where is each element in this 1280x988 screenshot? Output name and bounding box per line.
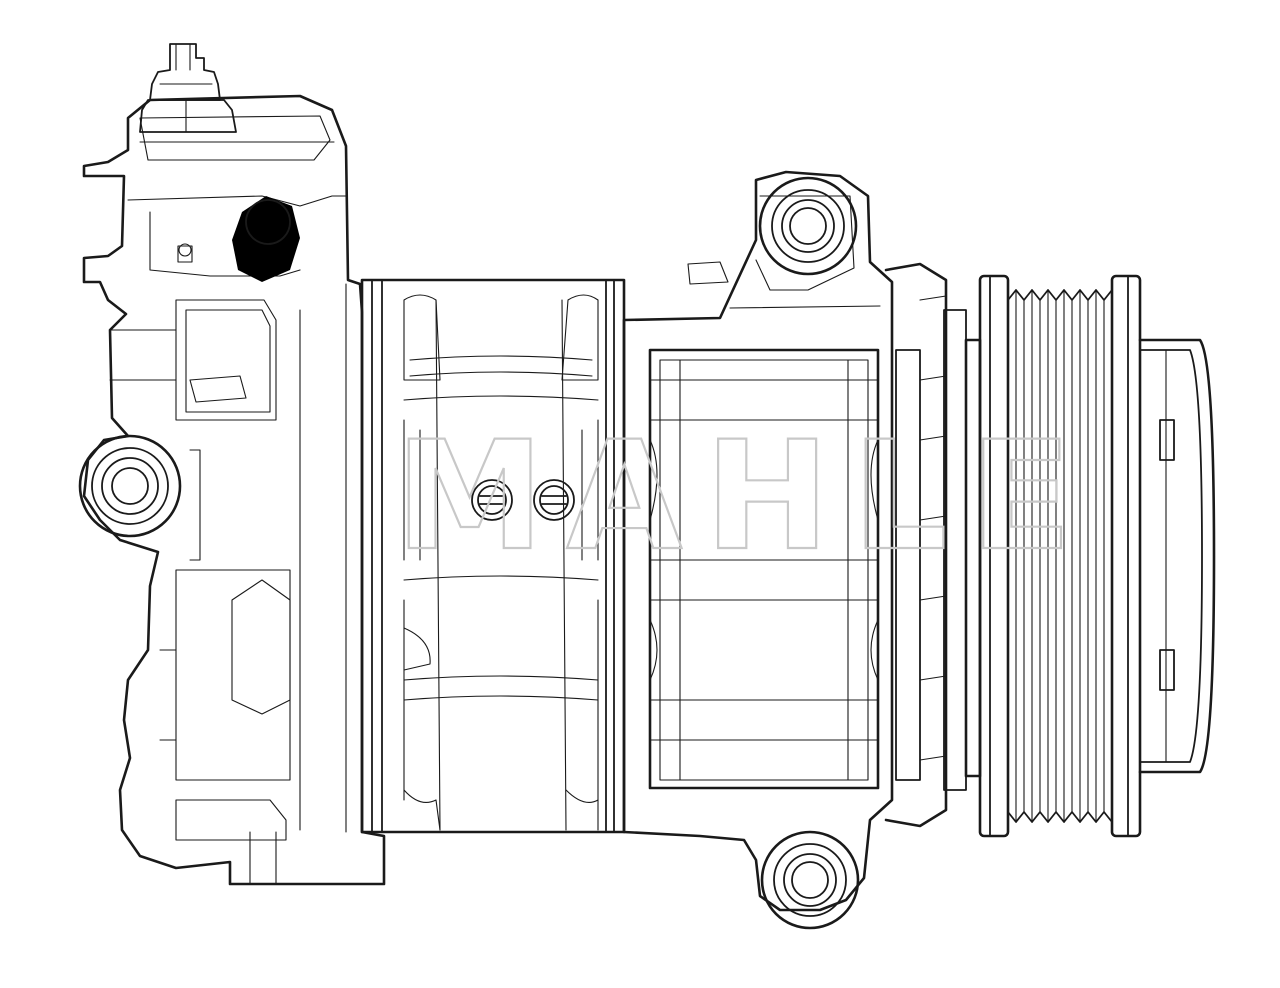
pulley <box>964 274 1142 838</box>
service-port-nut <box>177 196 300 282</box>
front-housing <box>622 170 894 912</box>
pressure-switch <box>139 43 237 133</box>
front-mount-ears <box>758 176 860 930</box>
clutch-hub <box>1138 338 1216 774</box>
watermark: MAHLE <box>394 409 1094 585</box>
body-screws <box>471 479 575 521</box>
clutch-coil <box>884 262 967 828</box>
rear-head-manifold <box>82 94 386 886</box>
left-mount-boss <box>78 434 182 538</box>
watermark-text: MAHLE <box>395 410 1094 584</box>
